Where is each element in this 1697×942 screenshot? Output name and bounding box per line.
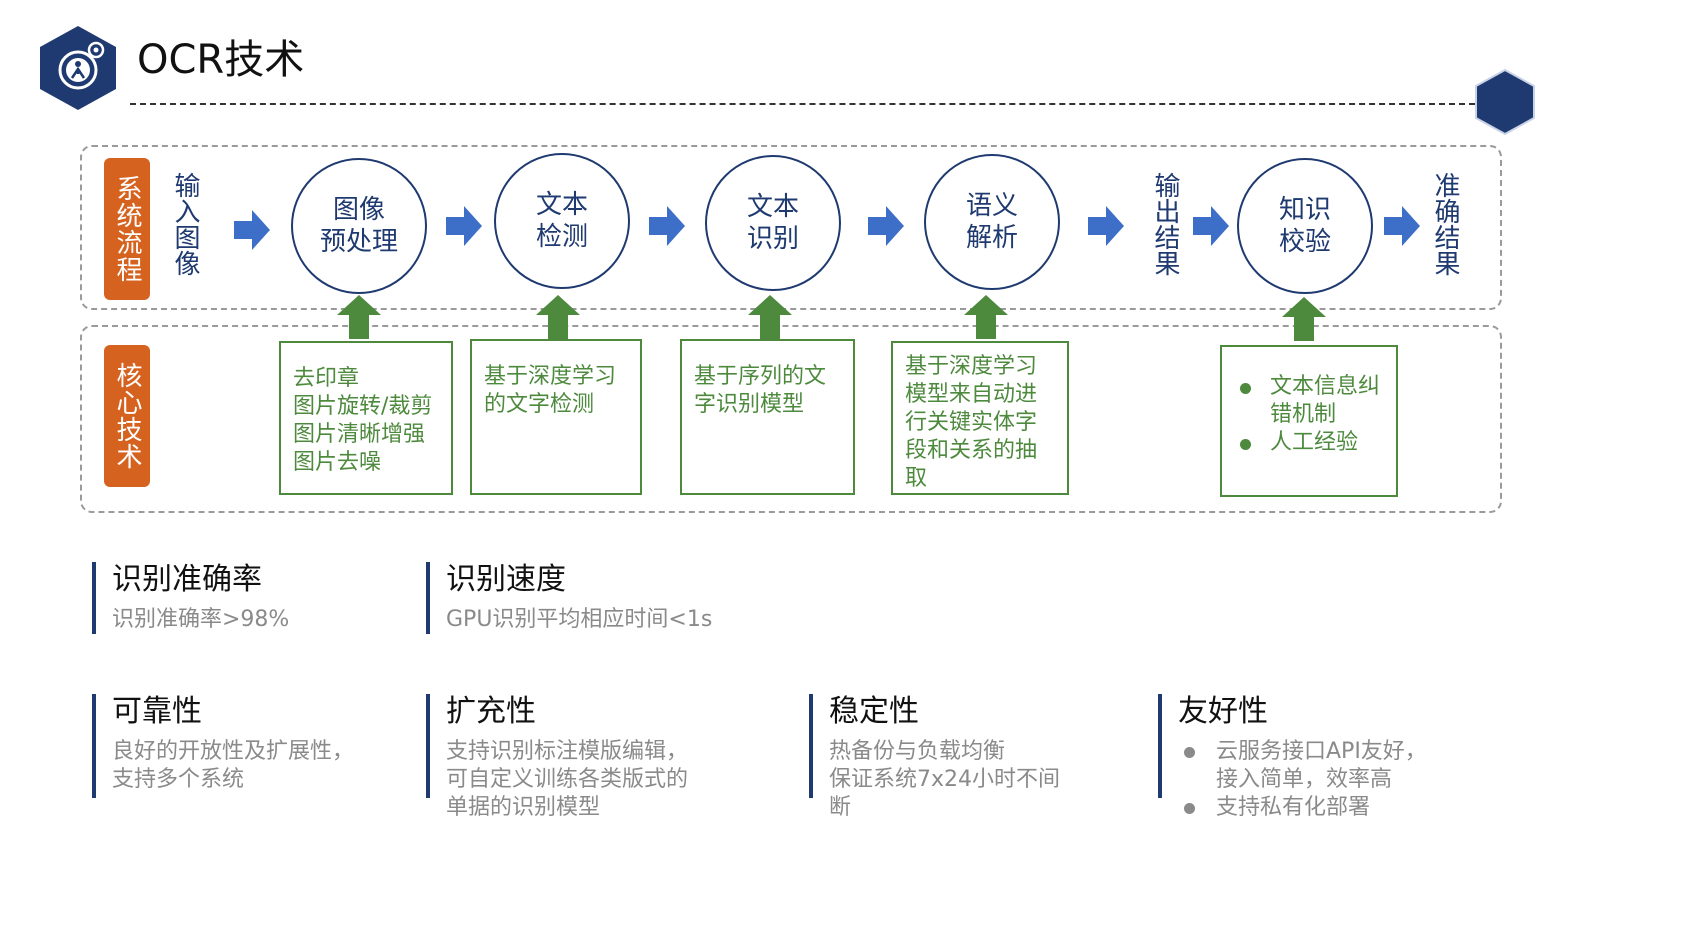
feature-extensibility: 扩充性 支持识别标注模版编辑， 可自定义训练各类版式的 单据的识别模型: [426, 694, 786, 820]
feature-body: 热备份与负载均衡 保证系统7x24小时不间 断: [829, 739, 1061, 820]
metric-title: 识别准确率: [112, 562, 262, 597]
hexagon-gear-person-icon: [40, 26, 116, 110]
step-semantic-parsing: 语义解析: [924, 154, 1060, 290]
right-arrow-icon: [446, 206, 482, 246]
feature-friendliness: 友好性 云服务接口API友好， 接入简单，效率高 支持私有化部署: [1158, 694, 1488, 820]
list-item: 支持私有化部署: [1178, 794, 1488, 822]
metric-body: 识别准确率>98%: [112, 607, 290, 632]
output-result-text: 输出结果: [1150, 172, 1180, 276]
metric-speed: 识别速度 GPU识别平均相应时间<1s: [426, 562, 846, 634]
tech-box-knowledge-verification: 文本信息纠 错机制 人工经验: [1220, 345, 1398, 497]
bullet-icon: [1184, 803, 1195, 814]
up-arrow-icon: [748, 295, 792, 339]
metric-body: GPU识别平均相应时间<1s: [446, 607, 713, 632]
step-knowledge-verification: 知识校验: [1237, 158, 1373, 294]
step-image-preprocess: 图像预处理: [291, 158, 427, 294]
up-arrow-icon: [964, 295, 1008, 339]
metric-accuracy: 识别准确率 识别准确率>98%: [92, 562, 412, 634]
tech-box-image-preprocess: 去印章 图片旋转/裁剪 图片清晰增强 图片去噪: [279, 341, 453, 495]
feature-body: 支持识别标注模版编辑， 可自定义训练各类版式的 单据的识别模型: [446, 739, 689, 820]
feature-title: 可靠性: [112, 694, 202, 729]
up-arrow-icon: [536, 295, 580, 339]
right-arrow-icon: [868, 206, 904, 246]
input-image-text: 输入图像: [170, 172, 200, 276]
page-title: OCR技术: [137, 37, 305, 83]
feature-body: 云服务接口API友好， 接入简单，效率高 支持私有化部署: [1178, 738, 1488, 822]
tech-box-text-recognition: 基于序列的文 字识别模型: [680, 339, 855, 495]
list-item: 人工经验: [1234, 429, 1386, 457]
system-flow-label: 系统流程: [104, 158, 150, 300]
bullet-icon: [1240, 439, 1251, 450]
up-arrow-icon: [337, 295, 381, 339]
step-text-detection: 文本检测: [494, 153, 630, 289]
tech-box-text-detection: 基于深度学习 的文字检测: [470, 339, 642, 495]
hexagon-icon: [1475, 68, 1535, 136]
right-arrow-icon: [649, 206, 685, 246]
feature-reliability: 可靠性 良好的开放性及扩展性， 支持多个系统: [92, 694, 412, 798]
system-flow-panel: [80, 145, 1502, 310]
feature-title: 稳定性: [829, 694, 919, 729]
feature-body: 良好的开放性及扩展性， 支持多个系统: [112, 739, 355, 792]
feature-stability: 稳定性 热备份与负载均衡 保证系统7x24小时不间 断: [809, 694, 1149, 820]
header-divider: [130, 103, 1475, 105]
core-tech-panel: [80, 325, 1502, 513]
tech-box-semantic-parsing: 基于深度学习 模型来自动进 行关键实体字 段和关系的抽 取: [891, 341, 1069, 495]
right-arrow-icon: [1088, 206, 1124, 246]
list-item: 文本信息纠 错机制: [1234, 373, 1386, 429]
right-arrow-icon: [234, 210, 270, 250]
list-item: 云服务接口API友好， 接入简单，效率高: [1178, 738, 1488, 794]
final-result-text: 准确结果: [1430, 172, 1460, 276]
up-arrow-icon: [1282, 297, 1326, 341]
bullet-icon: [1184, 747, 1195, 758]
right-arrow-icon: [1384, 206, 1420, 246]
right-arrow-icon: [1193, 206, 1229, 246]
core-tech-label: 核心技术: [104, 345, 150, 487]
metric-title: 识别速度: [446, 562, 566, 597]
step-text-recognition: 文本识别: [705, 155, 841, 291]
bullet-icon: [1240, 383, 1251, 394]
feature-title: 扩充性: [446, 694, 536, 729]
feature-title: 友好性: [1178, 694, 1268, 729]
